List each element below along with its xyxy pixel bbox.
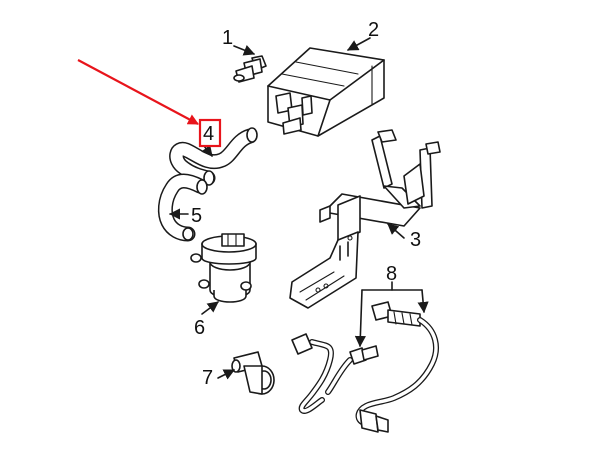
highlight-arrow (77, 59, 199, 125)
callout-2: 2 (368, 19, 379, 41)
callout-6: 6 (194, 317, 205, 339)
highlight-box (198, 118, 222, 148)
purge-valve (233, 55, 267, 83)
callout-5: 5 (191, 205, 202, 227)
callout-7: 7 (202, 367, 213, 389)
leak-detection-pump (190, 233, 257, 303)
callout-8: 8 (386, 263, 397, 285)
callout-1: 1 (222, 27, 233, 49)
leader-lines (168, 37, 429, 380)
vent-solenoid (231, 351, 275, 395)
vapor-hose-highlighted (169, 127, 258, 186)
callout-4: 4 (203, 123, 214, 145)
canister-bracket (289, 129, 441, 309)
oxygen-sensors (291, 301, 439, 433)
canister-hose (157, 173, 208, 242)
canister (267, 47, 385, 137)
callout-3: 3 (410, 229, 421, 251)
